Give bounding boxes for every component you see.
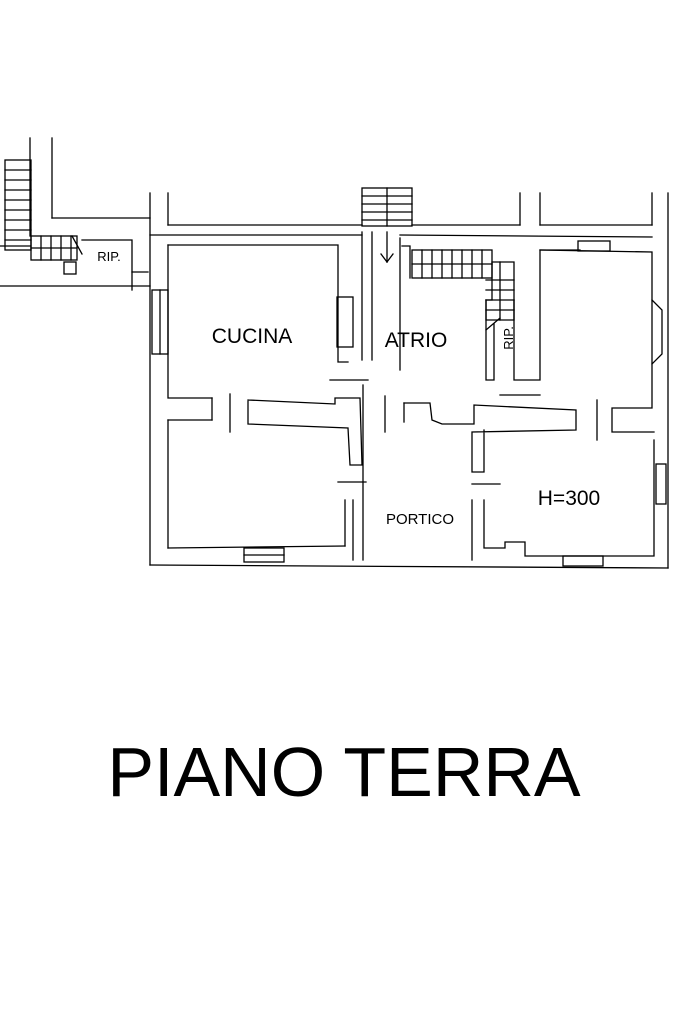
windows bbox=[151, 240, 667, 567]
label-atrio: ATRIO bbox=[385, 329, 448, 352]
interior-walls bbox=[149, 231, 655, 561]
label-height-note: H=300 bbox=[538, 487, 600, 510]
staircase-atrio bbox=[411, 249, 515, 331]
label-rip-left: RIP. bbox=[97, 249, 121, 264]
label-portico: PORTICO bbox=[386, 511, 454, 528]
label-rip-right: RIP. bbox=[501, 326, 516, 350]
closet-left bbox=[81, 239, 149, 291]
staircase-left bbox=[4, 159, 83, 275]
sheet-title: PIANO TERRA bbox=[107, 733, 581, 811]
label-cucina: CUCINA bbox=[212, 325, 293, 348]
staircase-entrance bbox=[361, 187, 413, 263]
